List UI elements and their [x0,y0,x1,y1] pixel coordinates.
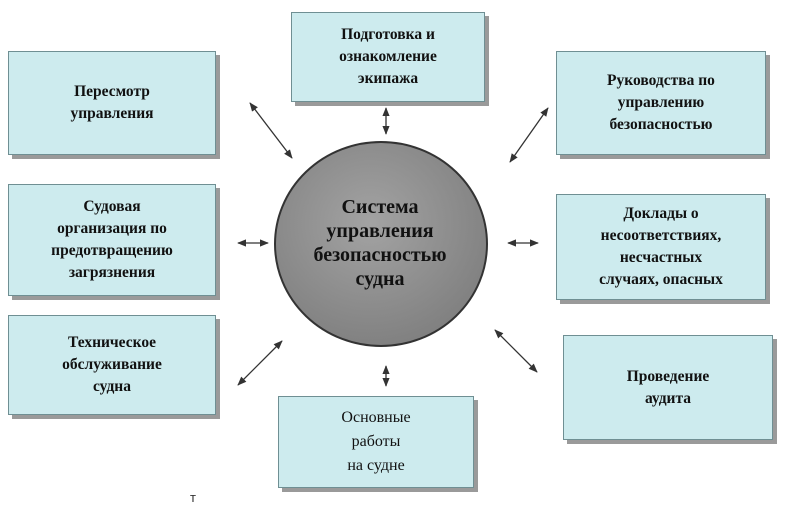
arrow-bottom-left [237,340,283,386]
node-pollution-prevention: Судовая организация по предотвращению за… [8,184,216,296]
center-circle [274,141,488,347]
arrow-top-left [249,102,293,159]
center-label: Система управления безопасностью судна [313,196,447,290]
node-management-review: Пересмотр управления [8,51,216,155]
node-safety-guides: Руководства по управлению безопасностью [556,51,766,155]
node-main-works: Основные работы на судне [278,396,474,488]
node-audit: Проведение аудита [563,335,773,440]
node-maintenance: Техническое обслуживание судна [8,315,216,415]
stray-mark: т [190,490,196,505]
arrow-bottom-right [494,329,538,373]
node-crew-training: Подготовка и ознакомление экипажа [291,12,485,102]
arrow-top-right [509,107,549,163]
node-nonconformity-reports: Доклады о несоответствиях, несчастных сл… [556,194,766,300]
